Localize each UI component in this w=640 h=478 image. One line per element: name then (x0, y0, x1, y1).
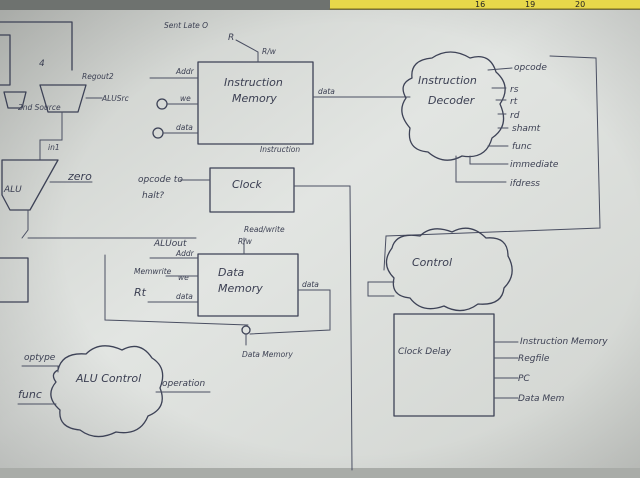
data-memory-data-out: data (302, 280, 319, 289)
mux-right (39, 84, 87, 113)
instruction-memory-addr: Addr (175, 67, 195, 76)
decoder-output-rd: rd (510, 111, 520, 121)
decoder-output-rt: rt (510, 97, 518, 107)
instruction-memory-rw: R/w (262, 47, 277, 56)
mux-right-signal: ALUSrc (101, 94, 130, 103)
alu-control-output: operation (162, 379, 206, 389)
clock: Clock opcode to halt? (138, 167, 353, 471)
instruction-memory: Instruction Memory Sent Late O R R/w Add… (149, 21, 411, 154)
data-memory-addr: Addr (175, 249, 195, 258)
rt-label: Rt (134, 286, 147, 299)
data-memory-title-2: Memory (218, 282, 263, 295)
instruction-memory-title-2: Memory (232, 92, 277, 105)
data-memory-data-in: data (176, 292, 193, 301)
instruction-decoder-title-1: Instruction (418, 74, 477, 87)
alu-control-input-optype: optype (24, 353, 56, 363)
instruction-memory-rw-value: R (228, 33, 234, 43)
alu-control-input-func: func (18, 388, 42, 401)
control: Control (367, 227, 513, 312)
decoder-output-opcode: opcode (514, 63, 547, 73)
alu-input-label: in1 (48, 143, 60, 152)
instruction-memory-bottom-label: Instruction (260, 145, 300, 154)
ruler-number: 19 (525, 0, 535, 9)
instruction-decoder-cloud (401, 51, 506, 161)
instruction-memory-data-in: data (176, 123, 193, 132)
ruler-number: 16 (475, 0, 485, 9)
data-memory: Data Memory Read/write R/w ALUout Addr M… (134, 225, 331, 359)
mux-left-label: 2nd Source (18, 103, 61, 112)
ruler-number: 20 (575, 0, 585, 9)
top-frame (0, 0, 640, 10)
decoder-output-func: func (512, 142, 532, 152)
instruction-memory-title-1: Instruction (224, 76, 283, 89)
clock-box (209, 167, 295, 213)
clock-input-label-1: opcode to (138, 175, 183, 185)
mux-left (3, 91, 27, 109)
alu-control-cloud (50, 345, 164, 438)
data-memory-box (197, 253, 299, 317)
alu-out-label: ALUout (153, 239, 187, 249)
instruction-memory-we: we (180, 94, 191, 103)
clock-delay-out-regfile: Regfile (518, 354, 550, 364)
data-memory-rw: R/w (238, 237, 253, 246)
clock-delay-box (393, 313, 495, 417)
control-title: Control (412, 256, 452, 269)
instruction-decoder-title-2: Decoder (428, 94, 476, 107)
clock-delay-title: Clock Delay (398, 347, 452, 357)
mux-right-label: Regout2 (82, 72, 114, 81)
zero-label: zero (67, 170, 92, 183)
alu-control-title: ALU Control (75, 372, 141, 385)
alu-area: 4 2nd Source Regout2 ALUSrc in1 ALU zero (0, 21, 249, 326)
decoder-output-shamt: shamt (512, 124, 541, 134)
clock-delay-out-pc: PC (518, 374, 530, 384)
bottom-tray (0, 468, 640, 478)
instruction-memory-box (197, 61, 314, 145)
data-memory-we: we (178, 273, 189, 282)
data-memory-title-1: Data (218, 266, 245, 279)
decoder-output-rs: rs (510, 85, 519, 95)
clock-input-label-2: halt? (142, 191, 164, 201)
read-write-annotation: Read/write (244, 225, 285, 234)
clock-delay-out-data-mem: Data Mem (518, 394, 565, 404)
clock-title: Clock (232, 178, 263, 191)
decoder-output-ifdress: ifdress (510, 179, 540, 189)
data-memory-bottom-label: Data Memory (242, 350, 293, 359)
control-cloud (385, 227, 513, 312)
sent-late-annotation: Sent Late O (164, 21, 208, 30)
clock-delay: Clock Delay Instruction Memory Regfile P… (393, 313, 608, 417)
mux-left-input: 4 (39, 59, 45, 69)
decoder-output-immediate: immediate (510, 160, 559, 170)
instruction-decoder: Instruction Decoder opcode rs rt rd sham… (383, 51, 601, 271)
alu-shape (1, 159, 59, 211)
clock-delay-out-instruction-memory: Instruction Memory (520, 337, 608, 347)
alu-control: ALU Control optype func operation (17, 345, 211, 438)
ruler: 16 19 20 (329, 0, 640, 10)
alu-label: ALU (3, 185, 22, 195)
memwrite-label: Memwrite (134, 267, 172, 276)
instruction-memory-data-out: data (318, 87, 335, 96)
